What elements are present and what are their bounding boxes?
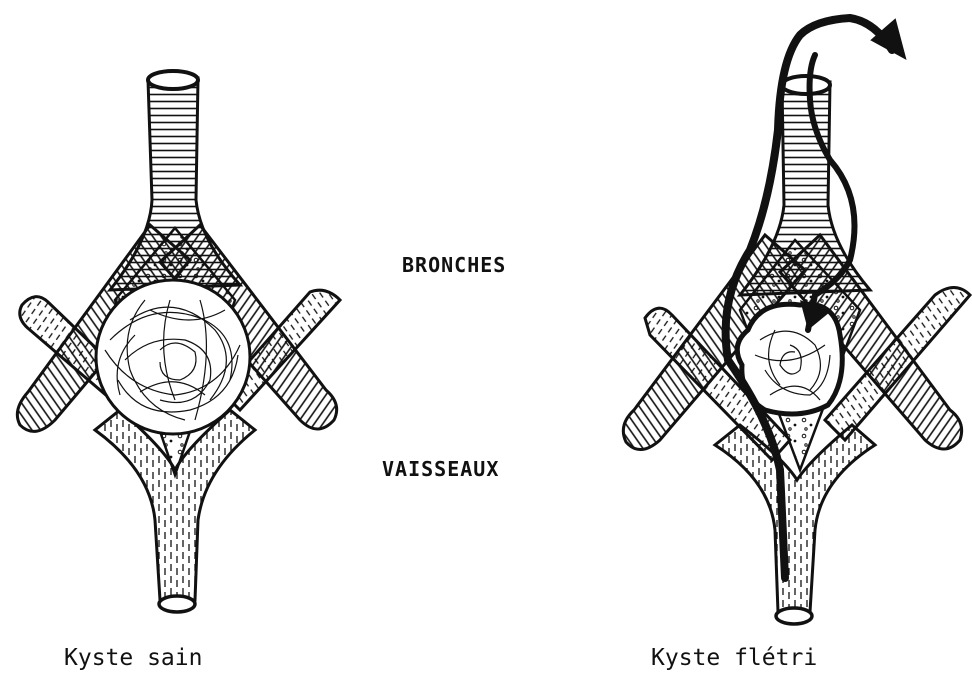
right-bronchus-opening — [782, 76, 830, 94]
right-vessel-opening — [776, 608, 812, 624]
healthy-cyst — [96, 280, 250, 434]
bronchi-label: BRONCHES — [402, 253, 506, 277]
air-path-arrowhead — [872, 20, 905, 58]
withered-cyst-caption: Kyste flétri — [651, 645, 817, 671]
withered-cyst-figure — [623, 18, 970, 624]
left-bronchus-opening — [148, 71, 198, 89]
healthy-cyst-figure — [17, 71, 340, 612]
vessels-label: VAISSEAUX — [382, 457, 499, 481]
healthy-cyst-caption: Kyste sain — [64, 645, 202, 671]
left-vessel-opening — [159, 596, 195, 612]
